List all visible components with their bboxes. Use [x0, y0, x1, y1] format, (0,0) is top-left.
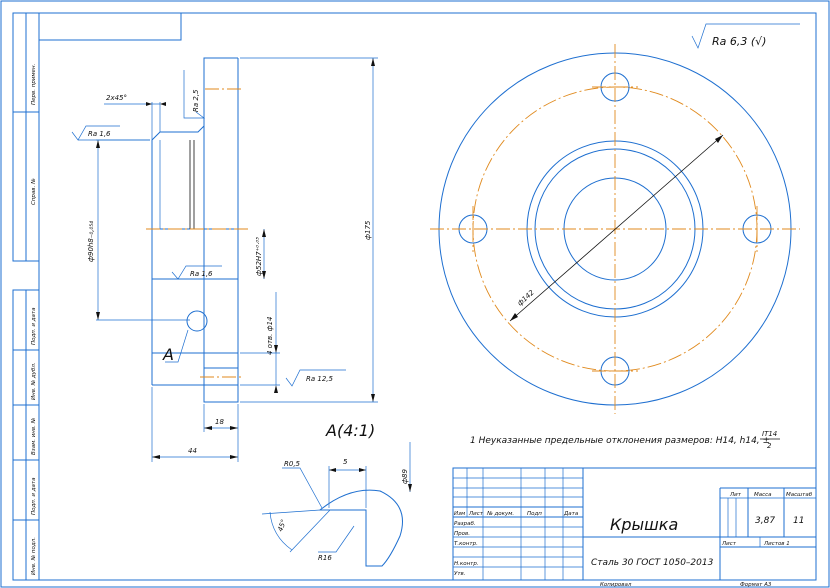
- strip-label-2: Справ. №: [31, 178, 37, 205]
- detail-label: А(4:1): [325, 421, 375, 440]
- col-list: Лист: [468, 511, 484, 517]
- strip-label-4: Инв. № дубл.: [31, 362, 37, 400]
- section-view: А ф90h8₋₀,₀₅₄ ф52H7⁺⁰·⁰³ 4 отв. ф14 ф175: [71, 57, 378, 462]
- roughness-r16-bottom: Ra 1,6: [190, 270, 213, 278]
- dim-d52: ф52H7⁺⁰·⁰³: [255, 237, 263, 276]
- strip-label-6: Подп. и дата: [31, 477, 37, 515]
- strip-label-7: Инв. № подл.: [31, 537, 37, 575]
- part-name: Крышка: [610, 515, 678, 534]
- general-roughness: Ra 6,3 (√): [691, 23, 800, 49]
- sheet-label: Лист: [721, 541, 737, 547]
- format-label: Формат А3: [740, 582, 772, 588]
- col-date: Дата: [563, 511, 579, 517]
- top-left-box: [39, 13, 182, 41]
- dim-d89: ф89: [401, 469, 409, 484]
- dim-chamfer: 2х45°: [106, 94, 127, 102]
- hdr-scale: Масштаб: [786, 492, 813, 498]
- roughness-r125: Ra 12,5: [306, 375, 334, 383]
- scale-value: 11: [793, 516, 804, 526]
- strip-label-3: Подп. и дата: [31, 307, 37, 345]
- roughness-r25: Ra 2,5: [192, 89, 200, 112]
- dim-w18: 18: [215, 418, 224, 426]
- title-block: Изм Лист № докум. Подп Дата Разраб. Пров…: [452, 467, 817, 588]
- dim-r05: R0,5: [284, 460, 301, 468]
- roughness-r16-left: Ra 1,6: [88, 130, 111, 138]
- strip-label-1: Перв. примен.: [31, 63, 37, 105]
- inner-frame: [38, 12, 817, 581]
- col-izm: Изм: [454, 511, 465, 517]
- dim-angle: 45°: [276, 518, 288, 532]
- note-text: 1 Неуказанные предельные отклонения разм…: [470, 436, 770, 446]
- detail-view: А(4:1) 5 R0,5 ф89 R16 45°: [261, 421, 412, 567]
- hdr-mass: Масса: [754, 492, 772, 498]
- dim-d175: ф175: [364, 220, 372, 240]
- dim-holes: 4 отв. ф14: [266, 316, 274, 355]
- dim-d142: ф142: [516, 288, 536, 307]
- detail-a-circle: [186, 310, 208, 332]
- note-frac-den: 2: [767, 442, 772, 450]
- dim-r16: R16: [318, 554, 332, 562]
- hdr-lit: Лит: [729, 492, 742, 498]
- view-a-label: А: [162, 345, 174, 364]
- side-strip: Перв. примен. Справ. № Подп. и дата Инв.…: [12, 12, 40, 581]
- sheets-label: Листов 1: [763, 541, 790, 547]
- role-tkontr: Т.контр.: [454, 541, 478, 547]
- strip-label-5: Взам. инв. №: [31, 417, 37, 455]
- dim-w5: 5: [343, 458, 348, 466]
- section-hatch-upper: [151, 278, 239, 354]
- role-nkontr: Н.контр.: [454, 561, 479, 567]
- section-hatch-lower: [203, 367, 239, 386]
- copied-label: Копировал: [600, 582, 632, 588]
- col-sign: Подп: [527, 511, 542, 517]
- technical-note: 1 Неуказанные предельные отклонения разм…: [470, 430, 780, 450]
- role-utv: Утв.: [454, 571, 466, 577]
- general-roughness-text: Ra 6,3 (√): [712, 35, 766, 48]
- dim-w44: 44: [188, 447, 197, 455]
- part-material: Сталь 30 ГОСТ 1050–2013: [591, 558, 714, 568]
- role-razrab: Разраб.: [454, 521, 476, 527]
- role-prov: Пров.: [454, 531, 470, 537]
- dim-d90: ф90h8₋₀,₀₅₄: [87, 221, 95, 262]
- mass-value: 3,87: [755, 516, 775, 526]
- front-view: ф142: [430, 44, 800, 414]
- note-frac-num: IT14: [762, 430, 777, 438]
- col-doc: № докум.: [486, 511, 514, 517]
